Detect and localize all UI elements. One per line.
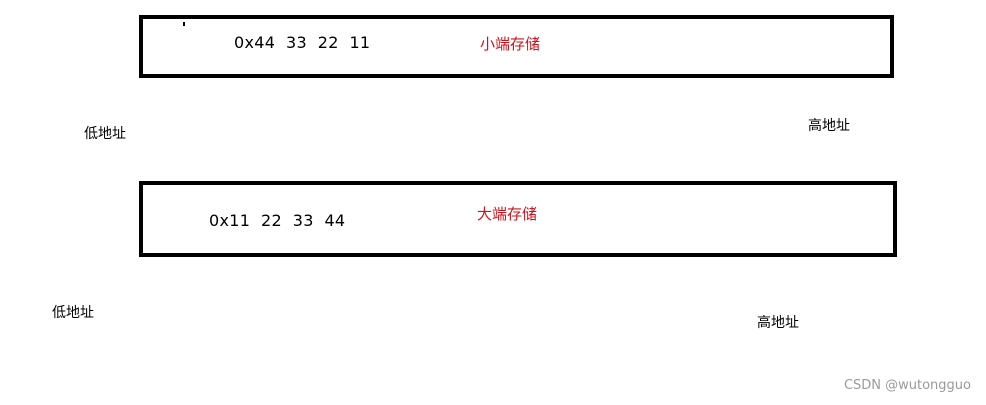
big-endian-bytes: 0x11 22 33 44 [209,211,346,230]
big-endian-high-address: 高地址 [757,315,799,331]
little-endian-bytes: 0x44 33 22 11 [234,33,371,52]
big-endian-memory-box [139,181,897,257]
stray-dot [183,22,185,26]
csdn-watermark: CSDN @wutongguo [843,378,971,393]
little-endian-memory-box [139,15,894,78]
big-endian-label: 大端存储 [477,205,538,223]
big-endian-low-address: 低地址 [52,305,94,321]
little-endian-high-address: 高地址 [808,118,850,134]
little-endian-label: 小端存储 [480,35,541,53]
little-endian-low-address: 低地址 [84,126,126,142]
